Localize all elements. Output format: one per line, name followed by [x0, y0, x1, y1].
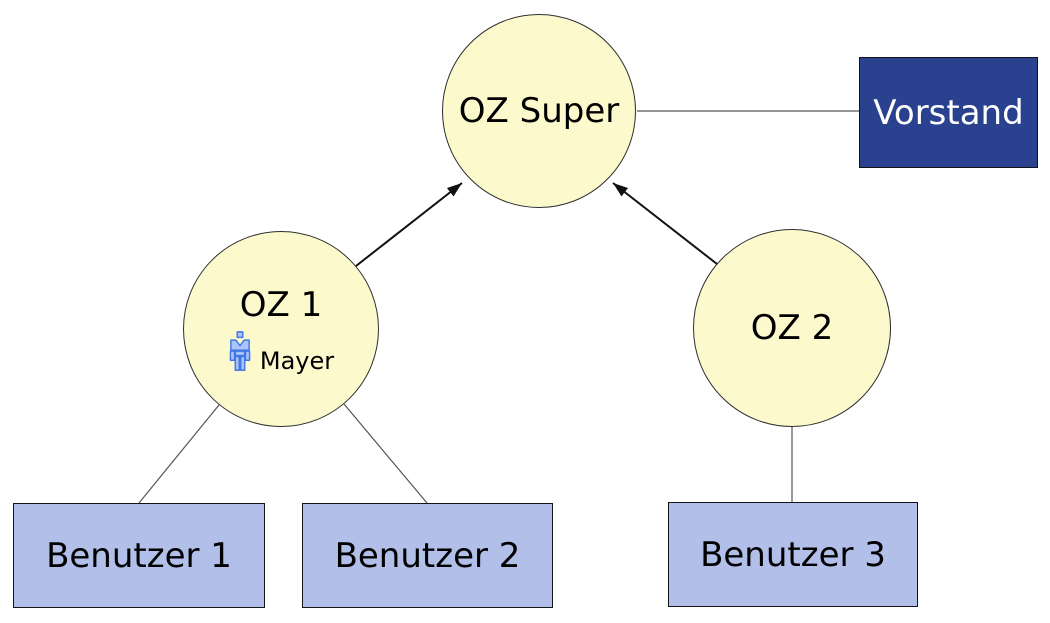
- node-benutzer2: Benutzer 2: [302, 503, 553, 608]
- node-oz1: OZ 1 Mayer: [183, 231, 379, 427]
- node-oz-super: OZ Super: [442, 14, 636, 208]
- node-oz1-label: OZ 1: [239, 285, 323, 325]
- edge-oz1-benutzer1: [138, 404, 220, 504]
- member-row: Mayer: [228, 331, 334, 373]
- node-benutzer3: Benutzer 3: [668, 502, 918, 607]
- node-benutzer1-label: Benutzer 1: [46, 535, 232, 576]
- person-icon: [229, 331, 251, 371]
- node-oz2-label: OZ 2: [750, 308, 834, 348]
- edge-oz1-ozsuper-arrow: [355, 182, 463, 267]
- node-oz-super-label: OZ Super: [458, 91, 620, 131]
- edge-oz2-ozsuper-arrow: [612, 182, 718, 265]
- edge-oz1-benutzer2: [343, 403, 428, 504]
- node-benutzer2-label: Benutzer 2: [334, 535, 521, 576]
- node-benutzer3-label: Benutzer 3: [700, 534, 886, 575]
- member-name: Mayer: [259, 347, 335, 375]
- node-benutzer1: Benutzer 1: [13, 503, 265, 608]
- node-vorstand-label: Vorstand: [873, 92, 1024, 133]
- node-vorstand: Vorstand: [859, 57, 1038, 168]
- node-oz2: OZ 2: [693, 229, 891, 427]
